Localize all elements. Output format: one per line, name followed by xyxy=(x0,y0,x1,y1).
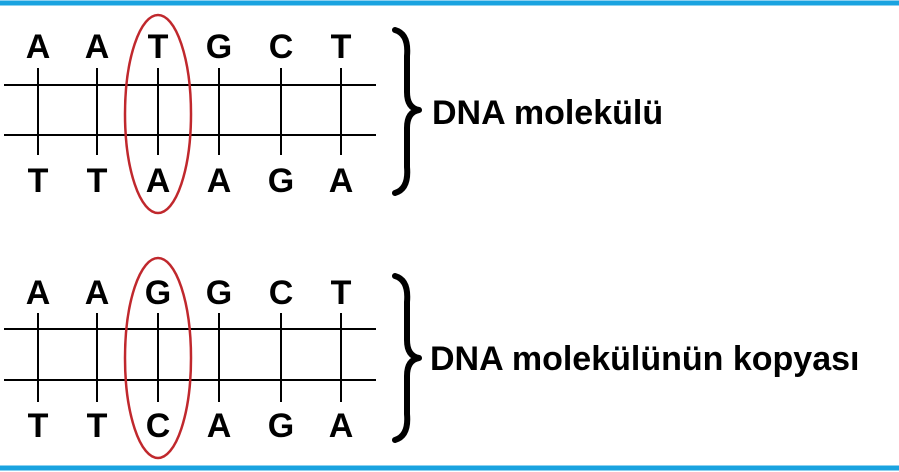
bottom-strand-base: A xyxy=(329,407,354,445)
top-strand-base: C xyxy=(269,28,294,66)
bottom-strand-base: G xyxy=(268,407,294,445)
top-strand-base: C xyxy=(269,274,294,312)
top-strand-base: T xyxy=(331,274,352,312)
bottom-strand-base: C xyxy=(146,407,171,445)
bottom-strand-base: A xyxy=(207,162,232,200)
bottom-strand-base: A xyxy=(207,407,232,445)
caption-dna-molecule-copy: DNA molekülünün kopyası xyxy=(430,340,860,378)
top-strand-base: A xyxy=(26,274,51,312)
bottom-strand-base: T xyxy=(28,407,49,445)
bottom-strand-base: T xyxy=(87,162,108,200)
highlight-oval xyxy=(123,256,193,460)
bottom-strand-base: A xyxy=(146,162,171,200)
top-strand-base: A xyxy=(26,28,51,66)
top-strand-base: G xyxy=(206,274,232,312)
curly-brace xyxy=(392,273,422,443)
top-strand-base: T xyxy=(331,28,352,66)
curly-brace xyxy=(392,27,422,196)
top-strand-base: A xyxy=(85,274,110,312)
top-strand-base: T xyxy=(148,28,169,66)
highlight-oval xyxy=(123,13,193,215)
bottom-strand-base: T xyxy=(28,162,49,200)
top-strand-base: G xyxy=(145,274,171,312)
bottom-strand-base: A xyxy=(329,162,354,200)
top-strand-base: A xyxy=(85,28,110,66)
caption-dna-molecule: DNA molekülü xyxy=(432,94,664,132)
top-strand-base: G xyxy=(206,28,232,66)
bottom-strand-base: T xyxy=(87,407,108,445)
bottom-strand-base: G xyxy=(268,162,294,200)
